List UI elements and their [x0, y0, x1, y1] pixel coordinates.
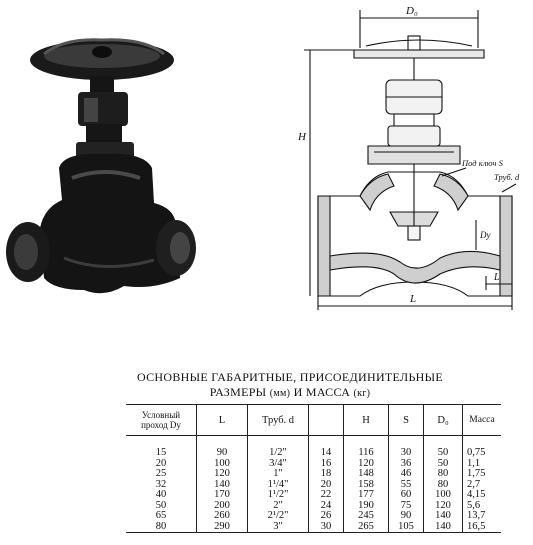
cell-l: 290: [196, 521, 248, 533]
cell-dy: 40: [155, 489, 167, 500]
cell-l: 120: [196, 468, 248, 480]
header-conditional-pass: Условный проход Dу: [126, 404, 197, 436]
label-pipe-d: Труб. d: [494, 172, 520, 182]
cell-dy: 15: [155, 447, 167, 458]
cell-dd: 24: [308, 500, 344, 511]
cell-dy: 50: [155, 499, 167, 511]
cell-s: 36: [388, 458, 424, 469]
cell-d0: 100: [423, 489, 463, 501]
cell-l: 140: [196, 479, 248, 490]
label-wrench-s: Под ключ S: [461, 158, 504, 168]
cell-d0: 50: [423, 458, 463, 469]
header-s: S: [388, 404, 424, 436]
cell-s: 60: [388, 489, 424, 501]
header-mass: Масса: [462, 404, 501, 436]
cell-d0: 80: [423, 479, 463, 490]
label-h: H: [297, 131, 307, 143]
cell-dd: 22: [308, 489, 344, 501]
cell-h: 120: [343, 458, 389, 469]
cell-mass: 5,6: [462, 500, 501, 511]
cell-h: 177: [343, 489, 389, 501]
cell-mass: 1,75: [462, 468, 501, 480]
label-l-small: L: [493, 272, 500, 283]
cell-s: 75: [388, 500, 424, 511]
table-title: ОСНОВНЫЕ ГАБАРИТНЫЕ, ПРИСОЕДИНИТЕЛЬНЫЕ Р…: [100, 370, 480, 401]
cell-d0: 140: [423, 510, 463, 522]
cell-s: 105: [388, 521, 424, 533]
cell-dd: 16: [308, 458, 344, 469]
cell-h: 158: [343, 479, 389, 490]
cell-d: 1¹/2": [247, 489, 309, 501]
cell-d: 3": [247, 521, 309, 533]
valve-body: [40, 153, 180, 294]
valve-photo: [6, 38, 196, 294]
label-dy: Dу: [479, 230, 491, 240]
label-l-total: L: [409, 293, 416, 305]
cell-l: 100: [196, 458, 248, 469]
cell-l: 170: [196, 489, 248, 501]
cell-d0: 50: [423, 435, 463, 459]
cell-d0: 120: [423, 500, 463, 511]
cell-dd: 14: [308, 435, 344, 459]
label-d0: D₀: [405, 5, 418, 17]
title-line-2: РАЗМЕРЫ (мм) И МАССА (кг): [209, 385, 371, 399]
cell-h: 148: [343, 468, 389, 480]
cell-d0: 80: [423, 468, 463, 480]
cell-h: 265: [343, 521, 389, 533]
cell-mass: 2,7: [462, 479, 501, 490]
cell-l: 260: [196, 510, 248, 522]
cell-dy: 25: [155, 468, 167, 479]
header-pipe-d: Труб. d: [247, 404, 309, 436]
header-blank: [308, 404, 344, 436]
cell-dd: 20: [308, 479, 344, 490]
cell-h: 116: [343, 435, 389, 459]
cell-d: 2¹/2": [247, 510, 309, 522]
title-line-1: ОСНОВНЫЕ ГАБАРИТНЫЕ, ПРИСОЕДИНИТЕЛЬНЫЕ: [136, 370, 444, 384]
cell-s: 46: [388, 468, 424, 480]
cell-d: 2": [247, 500, 309, 511]
cell-s: 55: [388, 479, 424, 490]
cell-dy: 20: [155, 457, 167, 469]
cell-dy: 80: [126, 521, 197, 533]
cell-mass: 16,5: [462, 521, 501, 533]
cell-l: 90: [196, 435, 248, 459]
cell-s: 90: [388, 510, 424, 522]
cell-mass: 13,7: [462, 510, 501, 522]
cell-h: 190: [343, 500, 389, 511]
cell-mass: 0,75: [462, 435, 501, 459]
cell-mass: 1,1: [462, 458, 501, 469]
cell-dd: 18: [308, 468, 344, 480]
cell-d0: 140: [423, 521, 463, 533]
cell-mass: 4,15: [462, 489, 501, 501]
dimensions-table: Условный проход Dу L Труб. d H S D₀ Масс…: [126, 404, 501, 533]
header-l: L: [196, 404, 248, 436]
cell-d: 1¹/4": [247, 479, 309, 490]
cell-dy: 32: [155, 478, 167, 490]
cell-h: 245: [343, 510, 389, 522]
cell-dd: 26: [308, 510, 344, 522]
cell-l: 200: [196, 500, 248, 511]
cell-dd: 30: [308, 521, 344, 533]
cell-d: 1/2": [247, 435, 309, 459]
cell-s: 30: [388, 435, 424, 459]
table-header-row: Условный проход Dу L Труб. d H S D₀ Масс…: [126, 404, 501, 436]
header-h: H: [343, 404, 389, 436]
valve-section-drawing: D₀ H Под ключ S Труб. d Dу L L: [297, 5, 520, 310]
cell-dy: 65: [155, 510, 167, 521]
handwheel-outline: [353, 49, 485, 59]
cell-d: 1": [247, 468, 309, 480]
header-d0: D₀: [423, 404, 463, 436]
cell-d: 3/4": [247, 458, 309, 469]
